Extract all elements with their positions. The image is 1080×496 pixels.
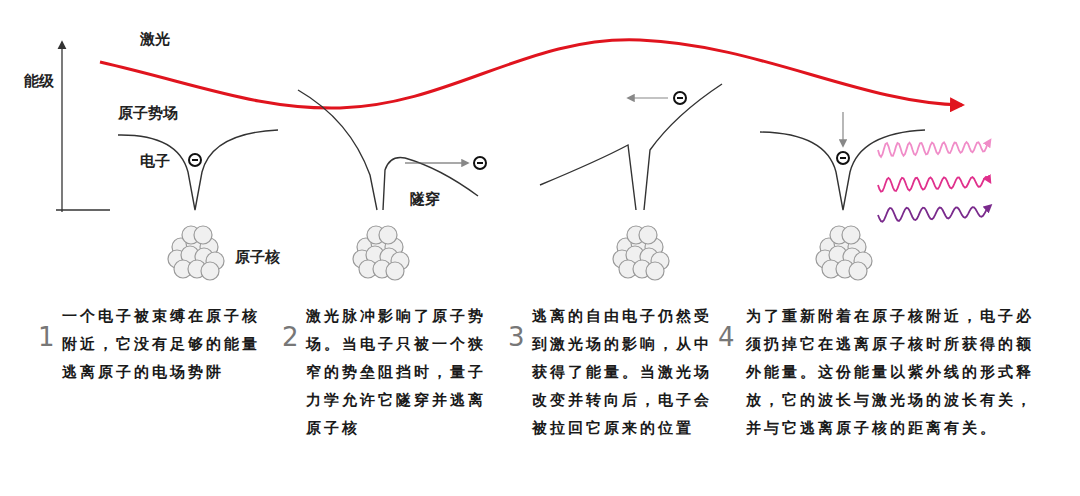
nucleus bbox=[816, 226, 872, 280]
step-caption: 逃离的自由电子仍然受到激光场的影响，从中获得了能量。当激光场改变并转向后，电子会… bbox=[532, 302, 722, 442]
part-label: 原子势场 bbox=[118, 104, 178, 123]
callout-number: 4 bbox=[718, 322, 735, 352]
uv-wave bbox=[878, 177, 989, 192]
part-label: 电子 bbox=[140, 152, 170, 171]
part-label: 原子核 bbox=[235, 248, 280, 267]
laser-label: 激光 bbox=[140, 30, 170, 49]
step-caption: 激光脉冲影响了原子势场。当电子只被一个狭窄的势垒阻挡时，量子力学允许它隧穿并逃离… bbox=[306, 302, 498, 442]
electron-ring bbox=[674, 92, 686, 104]
electron-ring bbox=[189, 154, 201, 166]
nucleon bbox=[194, 226, 212, 244]
potential-well bbox=[540, 145, 636, 210]
nucleus bbox=[168, 226, 224, 280]
electron-ring bbox=[837, 152, 849, 164]
recombine-arrow bbox=[842, 112, 843, 146]
uv-wave bbox=[878, 142, 989, 157]
potential-barrier bbox=[383, 158, 478, 211]
callout-number: 3 bbox=[508, 322, 525, 352]
nucleus bbox=[353, 226, 409, 280]
nucleus bbox=[613, 226, 669, 280]
nucleon bbox=[842, 226, 860, 244]
tunnel-arrow bbox=[405, 162, 468, 163]
electron-symbol bbox=[674, 92, 686, 104]
electron-symbol bbox=[189, 154, 201, 166]
axis-label: 能级 bbox=[24, 72, 54, 91]
nucleon bbox=[379, 226, 397, 244]
electron-ring bbox=[474, 157, 486, 169]
nucleon bbox=[201, 262, 219, 280]
electron-minus bbox=[840, 157, 846, 159]
electron-symbol bbox=[837, 152, 849, 164]
step-caption: 一个电子被束缚在原子核附近，它没有足够的能量逃离原子的电场势阱 bbox=[62, 302, 274, 386]
return-arrow bbox=[628, 97, 668, 98]
electron-symbol bbox=[474, 157, 486, 169]
electron-minus bbox=[477, 162, 483, 164]
callout-number: 1 bbox=[38, 322, 55, 352]
potential-well bbox=[118, 130, 278, 210]
potential-well bbox=[298, 90, 377, 210]
nucleon bbox=[646, 262, 664, 280]
callout-number: 2 bbox=[282, 322, 299, 352]
base-axis bbox=[56, 209, 110, 210]
energy-axis bbox=[61, 42, 62, 212]
electron-minus bbox=[192, 159, 198, 161]
step-caption: 为了重新附着在原子核附近，电子必须扔掉它在逃离原子核时所获得的额外能量。这份能量… bbox=[746, 302, 1046, 442]
potential-well bbox=[644, 84, 722, 210]
nucleon bbox=[639, 226, 657, 244]
laser-wave bbox=[100, 40, 962, 108]
electron-minus bbox=[677, 97, 683, 99]
uv-wave bbox=[878, 207, 989, 222]
nucleon bbox=[386, 262, 404, 280]
part-label: 隧穿 bbox=[410, 190, 440, 209]
nucleon bbox=[849, 262, 867, 280]
